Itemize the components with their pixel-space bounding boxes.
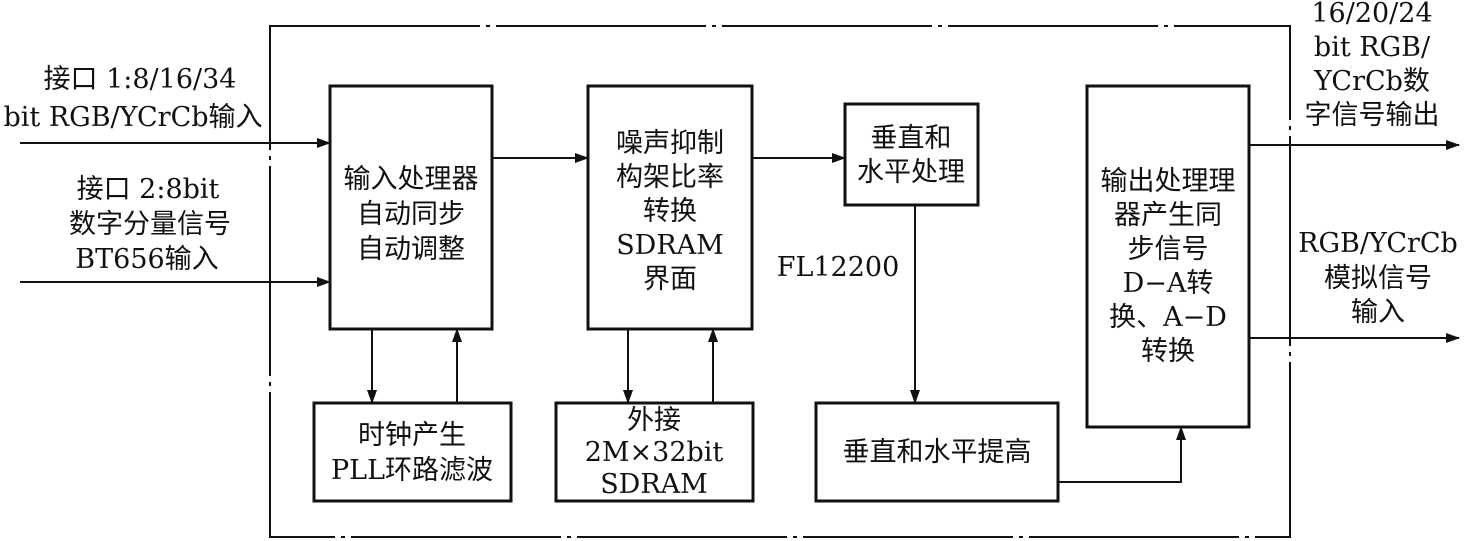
- output-processor-label-line5: 换、A−D: [1109, 302, 1227, 333]
- port2-label-line1: 接口 2:8bit: [77, 174, 220, 205]
- output-processor-label-line3: 步信号: [1128, 234, 1209, 265]
- vh-processing-label-line2: 水平处理: [857, 157, 965, 188]
- port2-label-line2: 数字分量信号: [69, 209, 231, 240]
- analog-output-label-line2: 模拟信号: [1324, 263, 1432, 294]
- output-processor-label-line1: 输出处理理: [1101, 166, 1236, 197]
- analog-output-label-line1: RGB/YCrCb: [1298, 228, 1458, 259]
- vh-enhance-label: 垂直和水平提高: [843, 437, 1032, 468]
- digital-output-label-line2: bit RGB/: [1314, 32, 1431, 63]
- noise-suppression-block: [586, 84, 754, 331]
- noise-block-label-line3: 转换: [643, 196, 697, 227]
- input-processor-label-line3: 自动调整: [357, 234, 465, 265]
- external-sdram-label-line1: 外接: [627, 405, 681, 436]
- output-processor-label-line6: 转换: [1141, 336, 1195, 367]
- input-processor-label-line2: 自动同步: [357, 199, 465, 230]
- input-processor-label-line1: 输入处理器: [344, 164, 479, 195]
- noise-block-label-line2: 构架比率: [616, 162, 724, 193]
- noise-block-label-line4: SDRAM: [616, 230, 724, 261]
- analog-output-label-line3: 输入: [1351, 297, 1405, 328]
- clock-gen-label-line1: 时钟产生: [358, 420, 466, 451]
- clock-gen-block: [312, 401, 513, 503]
- vh-enhance-block: [814, 401, 1060, 503]
- chip-name-label: FL12200: [777, 252, 900, 283]
- external-sdram-label-line2: 2M×32bit: [585, 437, 724, 468]
- digital-output-label-line4: 字信号输出: [1305, 100, 1440, 131]
- port1-label-line2: bit RGB/YCrCb输入: [3, 102, 262, 133]
- clock-gen-label-line2: PLL环路滤波: [331, 455, 493, 486]
- noise-block-label-line1: 噪声抑制: [616, 128, 724, 159]
- input-processor-block: [328, 84, 494, 331]
- noise-block-label-line5: 界面: [643, 264, 697, 295]
- enhance-to-output-arrow: [1058, 426, 1186, 483]
- port2-label-line3: BT656输入: [75, 244, 218, 275]
- external-sdram-label-line3: SDRAM: [600, 469, 708, 500]
- external-sdram-block: [554, 401, 755, 503]
- vh-processing-label-line1: 垂直和: [871, 123, 952, 154]
- output-processor-block: [1085, 84, 1251, 429]
- output-processor-label-line4: D−A转: [1123, 268, 1214, 299]
- output-processor-label-line2: 器产生同: [1114, 200, 1222, 231]
- vh-processing-block: [843, 102, 980, 207]
- digital-output-label-line1: 16/20/24: [1311, 0, 1432, 29]
- digital-output-label-line3: YCrCb数: [1313, 66, 1430, 97]
- port1-label-line1: 接口 1:8/16/34: [44, 64, 237, 95]
